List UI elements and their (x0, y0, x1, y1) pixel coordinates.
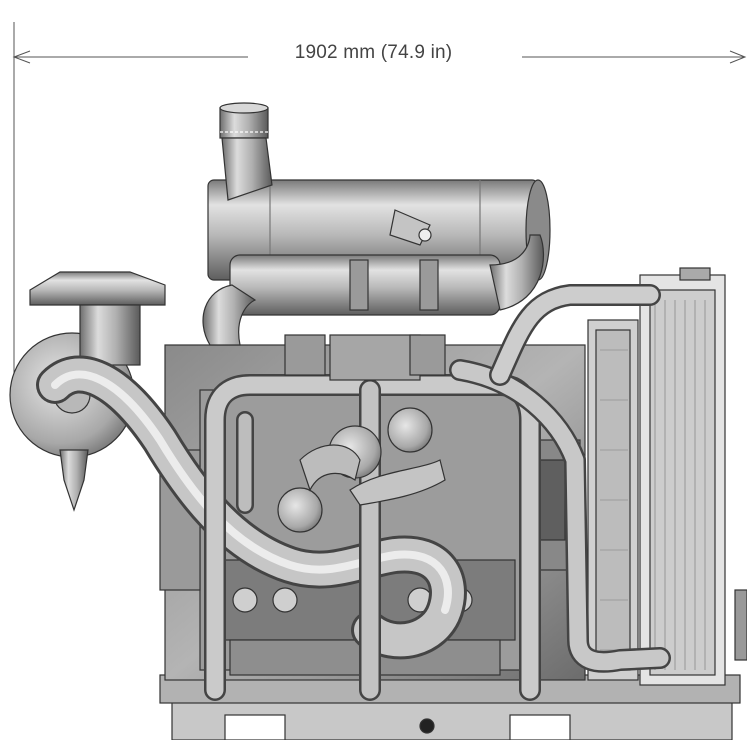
turbocharger (277, 334, 446, 533)
intake-duct (202, 234, 545, 346)
radiator (587, 267, 726, 686)
dimension-arrow-right (729, 50, 747, 64)
dimension-label: 1902 mm (74.9 in) (284, 42, 463, 63)
dimension-label-box: 1902 mm (74.9 in) (0, 42, 747, 64)
air-intake-stack (219, 102, 273, 201)
dimension-line (12, 22, 747, 380)
coolant-pipes (204, 284, 671, 701)
dimension-arrow-left (12, 50, 31, 64)
charge-air-piping (36, 355, 467, 660)
